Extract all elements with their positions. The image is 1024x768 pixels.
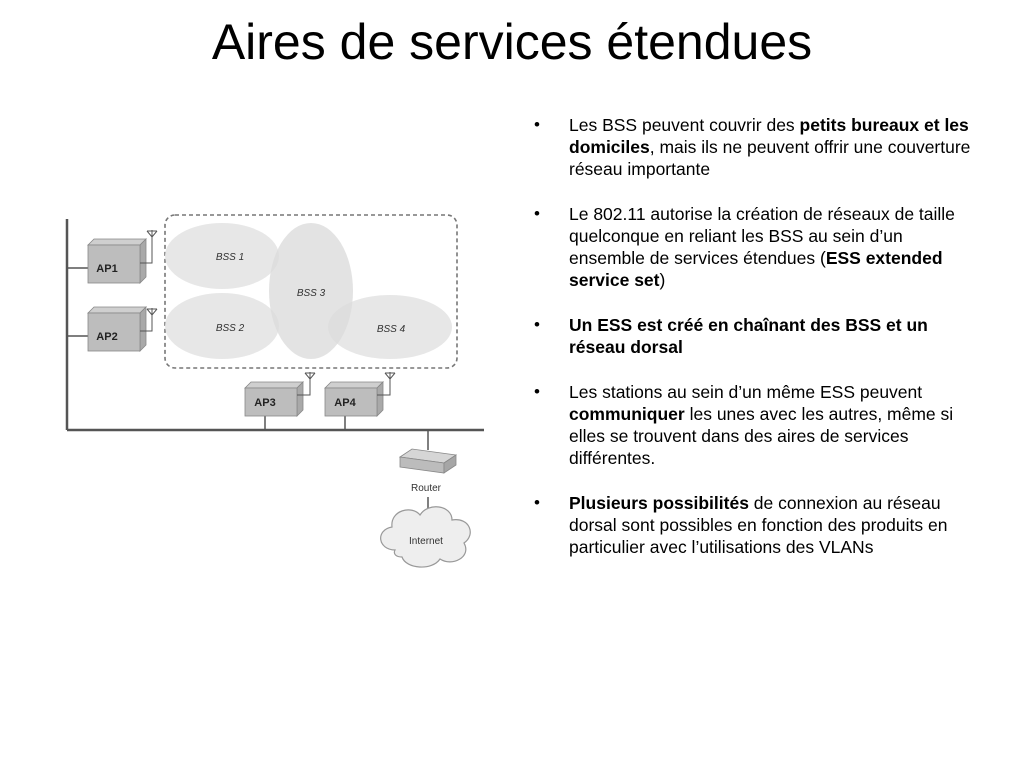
bss3-area xyxy=(269,223,353,359)
bullet-text: ) xyxy=(659,270,666,290)
bullet-text: les unes avec les autres, même si elles … xyxy=(569,404,954,468)
bullet-marker: • xyxy=(534,204,540,223)
bss4-label: BSS 4 xyxy=(377,324,406,335)
ess-boundary xyxy=(164,214,458,369)
slide-title: Aires de services étendues xyxy=(211,14,813,70)
antenna-icon xyxy=(146,308,158,318)
bss1-area xyxy=(165,223,279,289)
bullet-marker: • xyxy=(534,493,540,512)
ap3-label: AP3 xyxy=(254,397,275,409)
bss4-area xyxy=(328,295,452,359)
antenna-icon xyxy=(384,372,396,380)
ap1-label: AP1 xyxy=(96,263,117,275)
ap3-device: AP3 xyxy=(244,381,304,417)
bss1-label: BSS 1 xyxy=(216,252,244,263)
bullet-item: • Les stations au sein d’un même ESS peuv… xyxy=(532,381,972,469)
internet-cloud-icon xyxy=(380,506,471,568)
bullet-marker: • xyxy=(534,382,540,401)
bss3-label: BSS 3 xyxy=(297,288,326,299)
ap4-label: AP4 xyxy=(334,397,356,409)
bullet-item: • Un ESS est créé en chaînant des BSS et … xyxy=(532,314,972,358)
bullet-text-bold: petits bureaux et les domiciles xyxy=(569,115,969,157)
bullet-text: Les BSS peuvent couvrir des xyxy=(569,115,800,135)
bullet-item: • Plusieurs possibilités de connexion au … xyxy=(532,492,972,558)
bullet-text-bold: ESS extended service set xyxy=(569,248,943,290)
bullet-text: de connexion au réseau dorsal sont possi… xyxy=(569,493,948,557)
internet-label: Internet xyxy=(409,536,443,547)
bullet-item: • Les BSS peuvent couvrir des petits bure… xyxy=(532,114,972,180)
router-icon xyxy=(398,448,458,474)
bullet-text-bold: communiquer xyxy=(569,404,685,424)
bss2-label: BSS 2 xyxy=(216,323,245,334)
bullet-marker: • xyxy=(534,115,540,134)
bullet-text: Les stations au sein d’un même ESS peuve… xyxy=(569,382,923,402)
ap4-device: AP4 xyxy=(324,381,384,417)
bullet-item: • Le 802.11 autorise la création de résea… xyxy=(532,203,972,291)
antenna-icon xyxy=(304,372,316,380)
bullet-text-bold: Plusieurs possibilités xyxy=(569,493,749,513)
bullet-marker: • xyxy=(534,315,540,334)
ap2-label: AP2 xyxy=(96,331,117,343)
ap2-device: AP2 xyxy=(87,306,147,352)
antenna-icon xyxy=(146,230,158,240)
bullet-list: • Les BSS peuvent couvrir des petits bure… xyxy=(532,114,972,581)
router-label: Router xyxy=(411,483,442,494)
bullet-text-bold: Un ESS est créé en chaînant des BSS et u… xyxy=(569,315,928,357)
ap1-device: AP1 xyxy=(87,238,147,284)
bullet-text: , mais ils ne peuvent offrir une couvert… xyxy=(569,137,971,179)
ess-network-diagram: BSS 1 BSS 2 BSS 3 BSS 4 AP1 AP2 AP3 xyxy=(65,214,484,568)
bullet-text: Le 802.11 autorise la création de réseau… xyxy=(569,204,955,268)
bss2-area xyxy=(165,293,279,359)
